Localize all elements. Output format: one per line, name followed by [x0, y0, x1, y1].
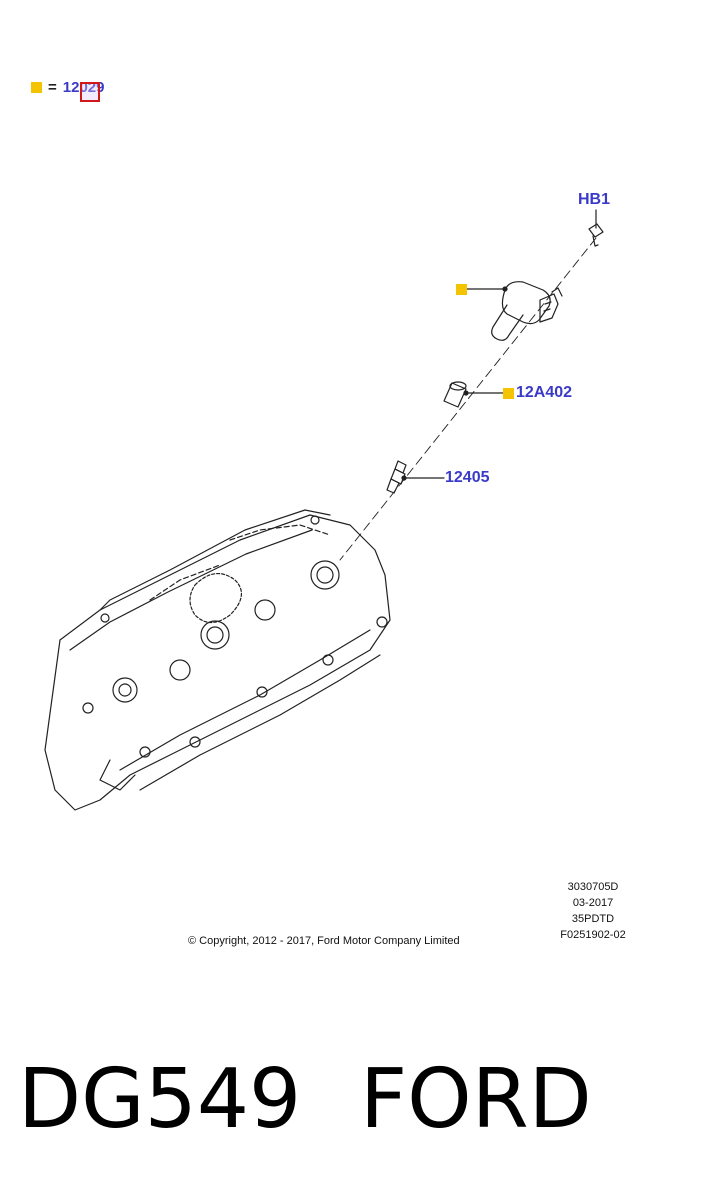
dashed-detail-top [229, 524, 331, 541]
sensor-12a402[interactable] [443, 381, 504, 408]
meta-line-2: 03-2017 [572, 897, 614, 909]
footer-code: DG549 [18, 1052, 302, 1147]
highlight-box [80, 82, 100, 102]
spark-plug-12405[interactable] [386, 460, 445, 494]
dashed-detail-mid [149, 564, 221, 601]
timing-chain [189, 573, 242, 624]
plug-leader-dot [401, 475, 407, 481]
assembly-axis [339, 237, 597, 561]
cylinder-head-cover[interactable] [44, 509, 391, 811]
callout-hb1[interactable]: HB1 [578, 191, 611, 208]
callout-12a402[interactable]: 12A402 [516, 384, 573, 401]
coil-marker [456, 284, 467, 295]
bolt-hb1[interactable] [588, 223, 604, 247]
sensor-marker [503, 388, 514, 399]
legend-marker [31, 81, 42, 93]
coil-leader-dot [502, 286, 508, 292]
ignition-coil[interactable] [491, 281, 563, 341]
meta-line-1: 3030705D [567, 881, 619, 893]
mounting-bosses [82, 515, 388, 758]
meta-line-3: 35PDTD [571, 913, 615, 925]
copyright-notice: © Copyright, 2012 - 2017, Ford Motor Com… [188, 935, 460, 947]
footer-brand: FORD [360, 1052, 592, 1147]
sensor-leader-dot [463, 390, 469, 396]
exploded-view-diagram [44, 209, 604, 811]
callout-12405[interactable]: 12405 [445, 469, 490, 486]
legend-equals: = [48, 78, 57, 96]
spark-plug-wells [112, 560, 340, 703]
meta-line-4: F0251902-02 [560, 929, 626, 941]
drawing-meta: 3030705D 03-2017 35PDTD F0251902-02 [548, 879, 638, 943]
